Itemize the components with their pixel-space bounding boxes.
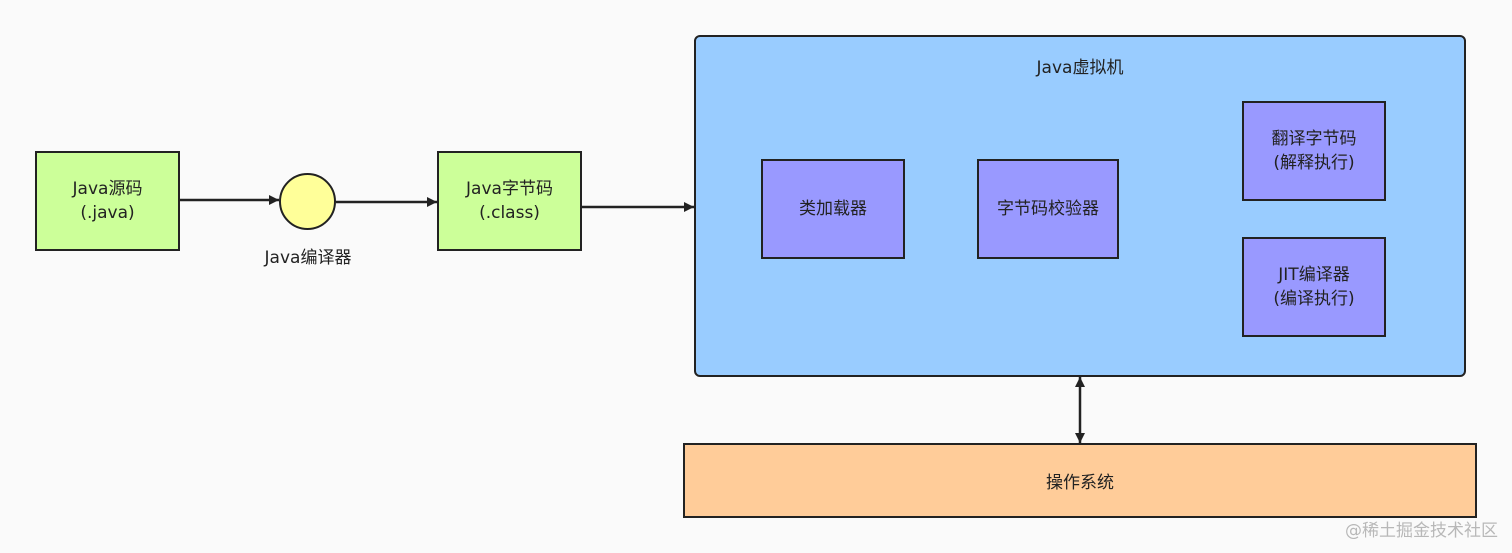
operating-system-node: 操作系统 — [683, 443, 1477, 518]
java-bytecode-line2: (.class) — [479, 203, 540, 223]
java-source-line1: Java源码 — [72, 179, 143, 199]
jit-compiler-node: JIT编译器 (编译执行) — [1242, 237, 1386, 337]
interpreter-line1: 翻译字节码 — [1271, 129, 1357, 149]
operating-system-label: 操作系统 — [1046, 473, 1114, 493]
watermark: @稀土掘金技术社区 — [1345, 521, 1498, 541]
jvm-title: Java虚拟机 — [1036, 58, 1124, 78]
java-bytecode-line1: Java字节码 — [466, 179, 553, 199]
java-source-node: Java源码 (.java) — [35, 151, 180, 251]
bytecode-verifier-node: 字节码校验器 — [977, 159, 1119, 259]
class-loader-node: 类加载器 — [761, 159, 905, 259]
jit-line1: JIT编译器 — [1278, 265, 1350, 285]
interpreter-line2: (解释执行) — [1273, 153, 1355, 173]
bytecode-verifier-label: 字节码校验器 — [997, 199, 1099, 219]
java-bytecode-node: Java字节码 (.class) — [437, 151, 582, 251]
java-compiler-label: Java编译器 — [264, 248, 352, 268]
class-loader-label: 类加载器 — [799, 199, 867, 219]
jit-line2: (编译执行) — [1273, 289, 1355, 309]
interpreter-node: 翻译字节码 (解释执行) — [1242, 101, 1386, 201]
java-source-line2: (.java) — [80, 203, 135, 223]
java-compiler-node — [279, 173, 336, 230]
